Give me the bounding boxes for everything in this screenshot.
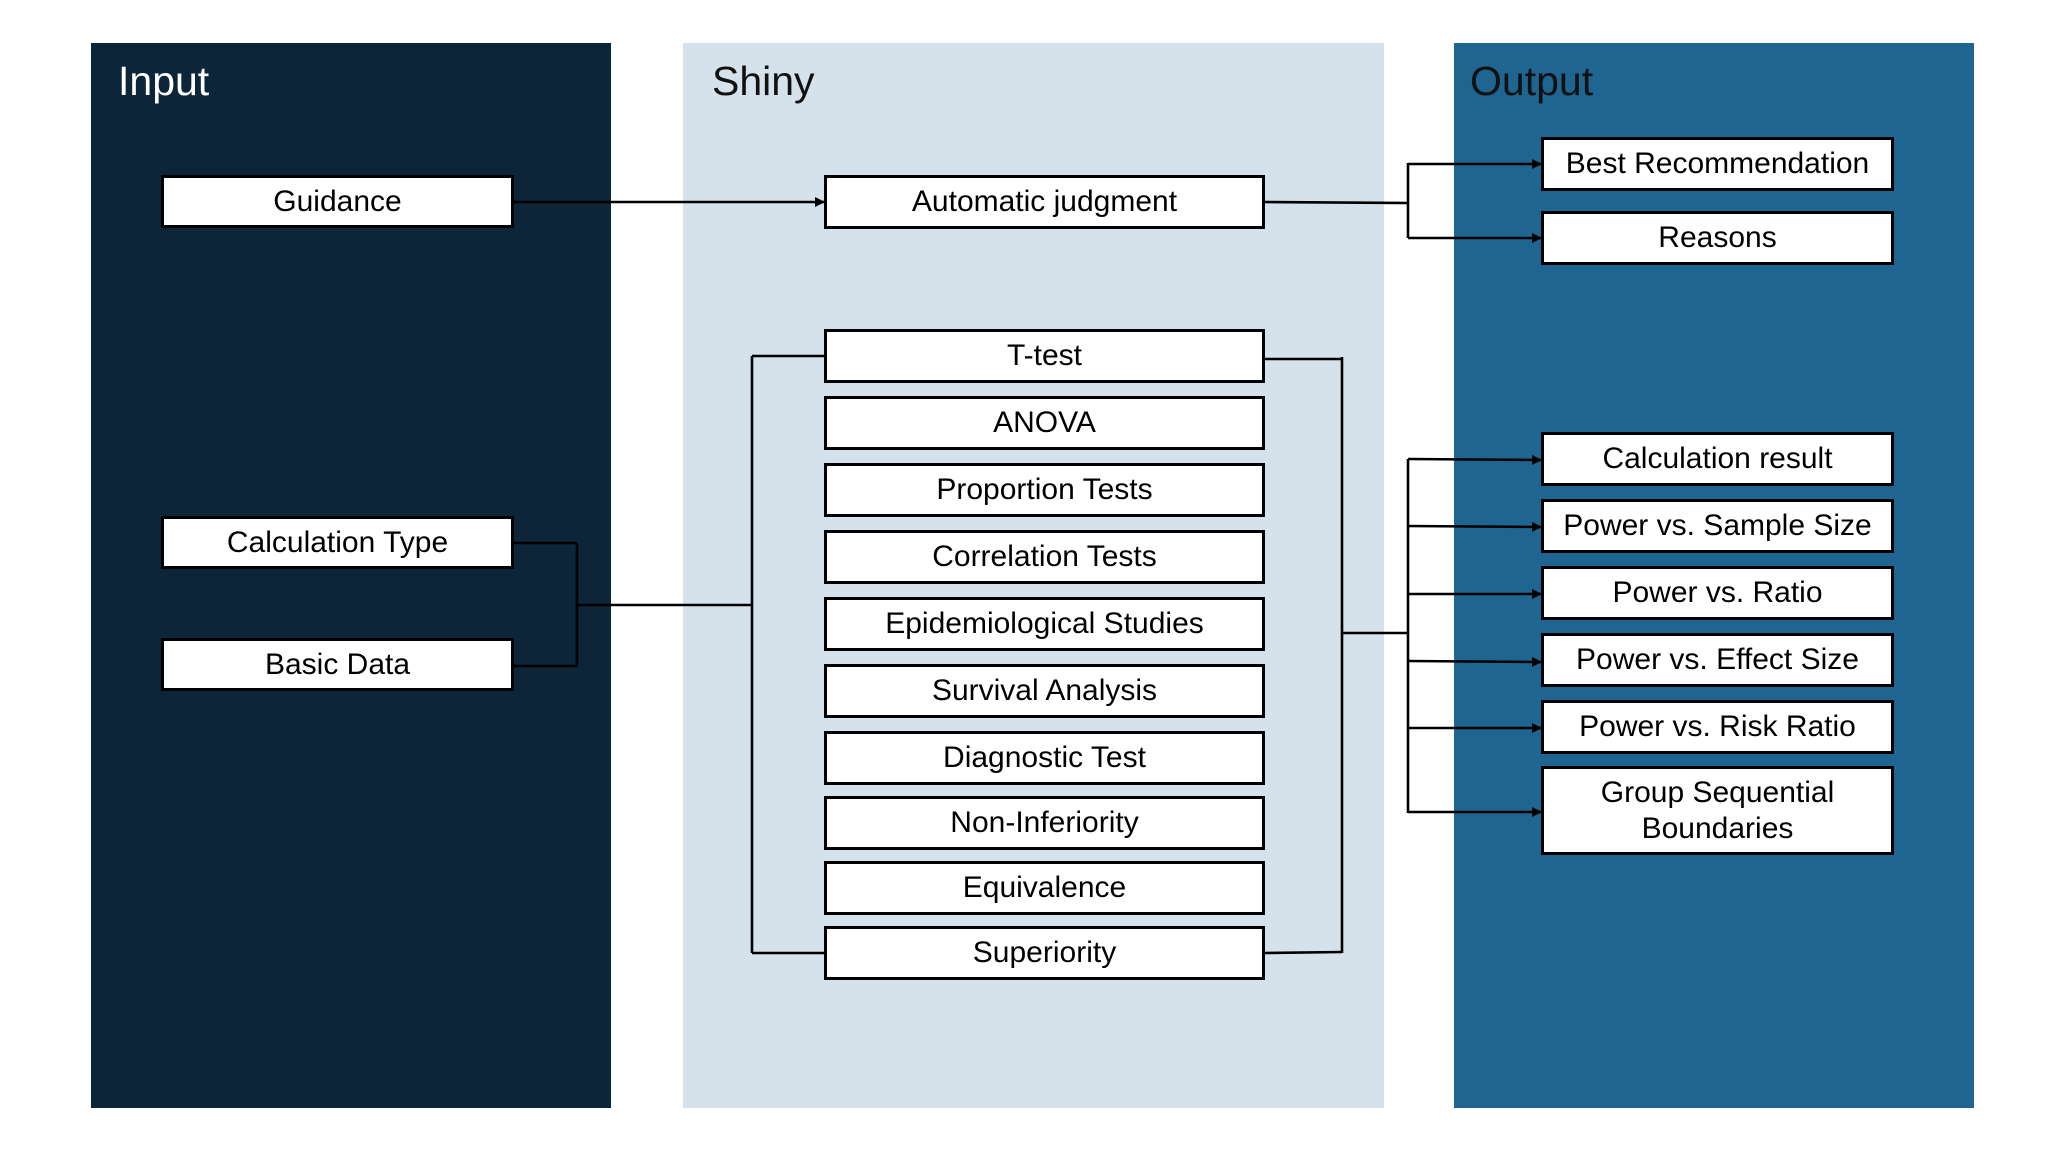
power-vs-risk-ratio-box: Power vs. Risk Ratio <box>1541 700 1894 754</box>
power-vs-sample-size-box: Power vs. Sample Size <box>1541 499 1894 553</box>
guidance-box: Guidance <box>161 175 514 228</box>
automatic-judgment-box: Automatic judgment <box>824 175 1265 229</box>
method-box-proportion-tests: Proportion Tests <box>824 463 1265 517</box>
method-box-superiority: Superiority <box>824 926 1265 980</box>
calculation-type-box: Calculation Type <box>161 516 514 569</box>
judgment-output-stem <box>1264 200 1409 205</box>
output-panel-title: Output <box>1470 58 1594 104</box>
method-box-equivalence: Equivalence <box>824 861 1265 915</box>
basic-data-box: Basic Data <box>161 638 514 691</box>
method-box-epidemiological-studies: Epidemiological Studies <box>824 597 1265 651</box>
arrow-to-power-vs-effect-size <box>1407 656 1542 667</box>
power-vs-effect-size-box: Power vs. Effect Size <box>1541 633 1894 687</box>
calculation-result-box: Calculation result <box>1541 432 1894 486</box>
reasons-box: Reasons <box>1541 211 1894 265</box>
method-box-survival-analysis: Survival Analysis <box>824 664 1265 718</box>
method-box-diagnostic-test: Diagnostic Test <box>824 731 1265 785</box>
method-box-t-test: T-test <box>824 329 1265 383</box>
arrow-to-calculation-result <box>1407 454 1542 465</box>
group-sequential-boundaries-box: Group Sequential Boundaries <box>1541 766 1894 855</box>
method-box-anova: ANOVA <box>824 396 1265 450</box>
arrow-to-power-vs-sample-size <box>1407 521 1542 532</box>
best-recommendation-box: Best Recommendation <box>1541 137 1894 191</box>
shiny-panel-title: Shiny <box>712 58 815 104</box>
right-bracket-bottom <box>1264 950 1343 955</box>
power-vs-ratio-box: Power vs. Ratio <box>1541 566 1894 620</box>
method-box-correlation-tests: Correlation Tests <box>824 530 1265 584</box>
method-box-non-inferiority: Non-Inferiority <box>824 796 1265 850</box>
input-panel-title: Input <box>118 58 210 104</box>
